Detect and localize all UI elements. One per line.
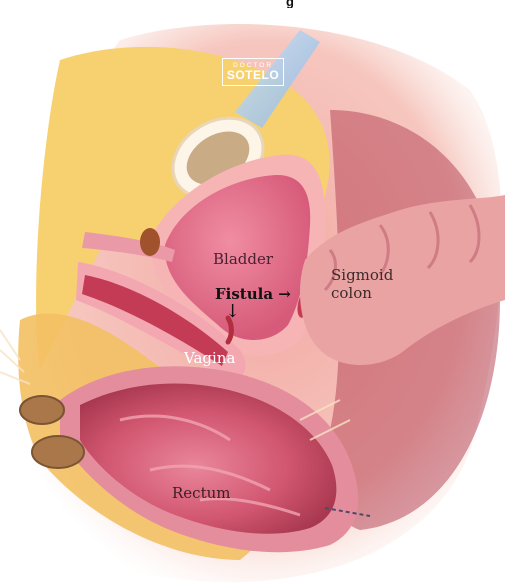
- label-rectum: Rectum: [172, 484, 230, 502]
- label-bladder: Bladder: [213, 250, 273, 268]
- urethral-opening: [140, 228, 160, 256]
- label-sigmoid-line-2: colon: [331, 284, 393, 302]
- logo-line-2: SOTELO: [223, 69, 283, 82]
- label-sigmoid-line-1: Sigmoid: [331, 266, 393, 284]
- label-vagina: Vagina: [184, 349, 235, 367]
- arrow-down-icon: ↓: [225, 301, 240, 322]
- arrow-right-icon: →: [278, 285, 291, 303]
- sphincter-lower: [32, 436, 84, 468]
- label-fistula-text: Fistula: [215, 285, 273, 303]
- sphincter-upper: [20, 396, 64, 424]
- doctor-sotelo-logo: DOCTOR SOTELO: [222, 58, 284, 86]
- label-sigmoid-colon: Sigmoid colon: [331, 266, 393, 302]
